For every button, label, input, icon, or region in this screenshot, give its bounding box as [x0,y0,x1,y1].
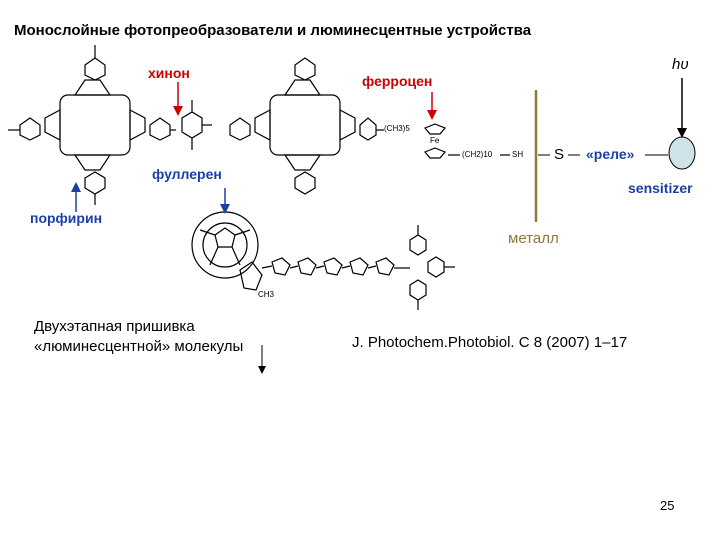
hv-label: hυ [672,56,689,73]
fe-label: Fe [430,136,440,145]
methyl-label: CH3 [258,290,275,299]
fullerene-structure [191,211,455,310]
ch2-chain-label: (CH2)10 [462,150,493,159]
relay-label: «реле» [586,146,635,162]
thiol-label: SH [512,150,524,159]
reference-text: J. Photochem.Photobiol. C 8 (2007) 1–17 [352,334,628,351]
ferrocene-label: ферроцен [362,73,433,89]
sensitizer-label: sensitizer [628,180,693,196]
metal-label: металл [508,230,559,247]
caption-line-2: «люминесцентной» молекулы [34,338,244,355]
quinone-label: хинон [148,65,190,81]
porphyrin-quinone-structure [8,45,212,205]
sulfur-label: S [554,146,565,163]
sensitizer-ellipse [668,136,696,170]
ch3-chain-label: (CH3)5 [384,124,410,133]
fullerene-label: фуллерен [152,166,222,182]
porphyrin-ferrocene-structure [229,57,510,195]
porphyrin-label: порфирин [30,210,103,226]
page-number: 25 [660,498,675,513]
caption-line-1: Двухэтапная пришивка [34,318,195,335]
slide-title: Монослойные фотопреобразователи и люмине… [14,22,532,39]
